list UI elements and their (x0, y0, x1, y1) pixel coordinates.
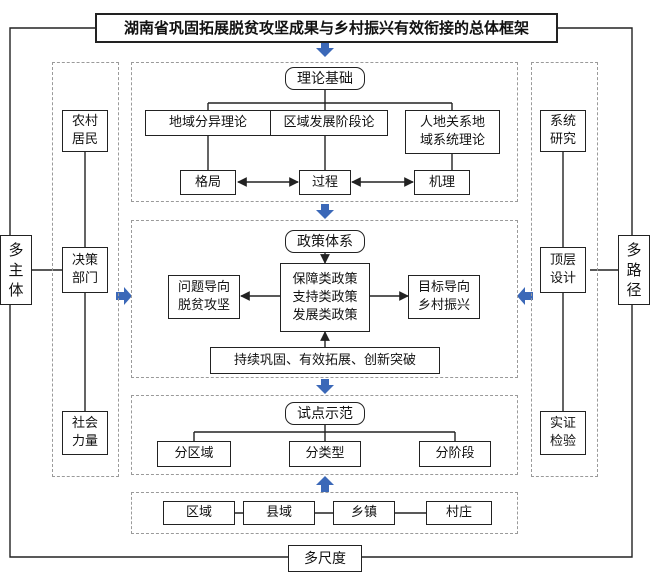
pilot-by-stage: 分阶段 (419, 441, 491, 467)
policy-types-box: 保障类政策 支持类政策 发展类政策 (280, 263, 370, 332)
pilot-dashed-region (131, 395, 518, 475)
social-forces-box: 社会 力量 (62, 411, 108, 455)
frame-top-left (9, 27, 95, 235)
arrow-scale-to-pilot (316, 476, 334, 492)
scale-village: 村庄 (426, 501, 492, 525)
diagram-title: 湖南省巩固拓展脱贫攻坚成果与乡村振兴有效衔接的总体框架 (95, 13, 558, 43)
pilot-header: 试点示范 (285, 402, 365, 425)
frame-top-right (558, 27, 633, 235)
theory-header: 理论基础 (285, 67, 365, 90)
multi-path-label: 多 路 径 (618, 235, 650, 305)
policy-dashed-region (131, 220, 518, 378)
right-dashed-region (531, 62, 598, 477)
rural-residents-box: 农村 居民 (62, 110, 108, 152)
arrow-title-to-theory (316, 42, 334, 57)
top-level-design-box: 顶层 设计 (540, 247, 586, 293)
scale-township: 乡镇 (333, 501, 395, 525)
outcome-process: 过程 (299, 170, 351, 195)
theory-development-stage: 区域发展阶段论 (270, 110, 388, 136)
outcome-pattern: 格局 (180, 170, 236, 195)
sustain-expand-innovate-box: 持续巩固、有效拓展、创新突破 (210, 347, 440, 374)
scale-region: 区域 (163, 501, 235, 525)
theory-regional-differentiation: 地域分异理论 (145, 110, 271, 136)
scale-dashed-region (131, 492, 518, 534)
problem-oriented-box: 问题导向 脱贫攻坚 (168, 275, 240, 319)
arrow-policy-to-pilot (316, 379, 334, 394)
pilot-by-region: 分区域 (157, 441, 231, 467)
scale-county: 县域 (243, 501, 315, 525)
goal-oriented-box: 目标导向 乡村振兴 (408, 275, 480, 319)
arrow-right-to-policy (517, 287, 533, 305)
theory-man-land-system: 人地关系地 域系统理论 (405, 110, 500, 154)
empirical-test-box: 实证 检验 (540, 411, 586, 455)
system-research-box: 系统 研究 (540, 110, 586, 152)
arrow-left-to-policy (116, 287, 132, 305)
multi-scale-label: 多尺度 (288, 545, 362, 572)
left-dashed-region (52, 62, 119, 477)
theory-dashed-region (131, 62, 518, 202)
multi-subject-label: 多 主 体 (0, 235, 32, 305)
decision-department-box: 决策 部门 (62, 247, 108, 293)
outcome-mechanism: 机理 (414, 170, 470, 195)
arrow-theory-to-policy (316, 204, 334, 219)
pilot-by-type: 分类型 (289, 441, 361, 467)
policy-header: 政策体系 (285, 230, 365, 253)
frame-bottom-right (362, 305, 633, 558)
frame-bottom-left (9, 305, 288, 558)
